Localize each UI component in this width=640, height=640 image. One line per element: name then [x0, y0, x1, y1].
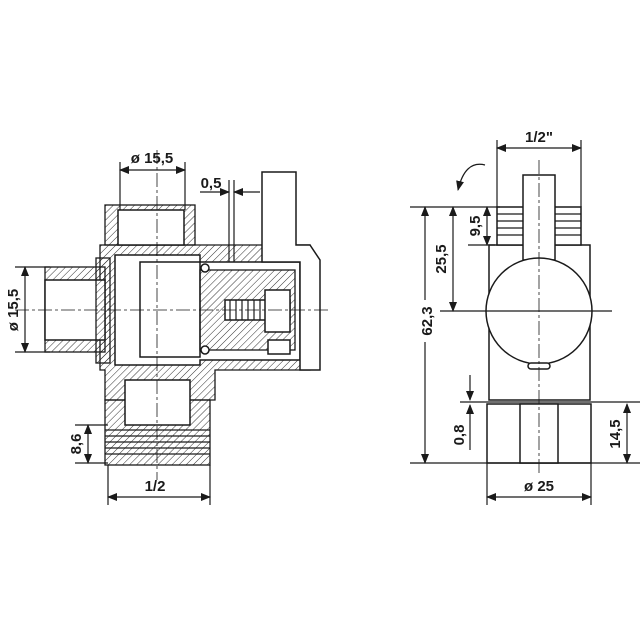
svg-text:8,6: 8,6	[68, 434, 85, 455]
side-view: 1/2" 9,5 25,5 62,3 0,8 14,5 ø 25	[410, 129, 640, 505]
o-ring-top	[200, 263, 210, 273]
dim-base-diameter: ø 25	[486, 463, 592, 505]
handle-lever	[261, 171, 321, 371]
dim-gap: 0,5	[200, 175, 260, 262]
dim-top-thread: 1/2"	[496, 129, 582, 207]
bottom-bore	[124, 379, 191, 426]
dim-thread-length: 9,5	[467, 206, 495, 246]
svg-text:25,5: 25,5	[433, 244, 450, 273]
dim-total-height: 62,3	[419, 206, 436, 464]
rotation-arrow-icon	[456, 163, 486, 191]
screw	[267, 339, 291, 355]
dim-bottom-thread: 1/2	[107, 465, 211, 505]
dim-base-height: 14,5	[607, 403, 631, 464]
top-bore	[117, 209, 185, 246]
svg-text:9,5: 9,5	[467, 216, 484, 237]
thread-lines	[105, 429, 210, 455]
dim-center-height: 25,5	[433, 206, 457, 312]
svg-text:1/2: 1/2	[145, 478, 166, 495]
dim-plate-gap: 0,8	[451, 375, 474, 450]
dim-top-diameter: ø 15,5	[119, 150, 186, 210]
side-nut	[95, 257, 111, 364]
dim-side-diameter: ø 15,5	[5, 266, 50, 353]
section-view: ø 15,5 0,5 ø 15,5 8,6 1/2	[5, 150, 330, 505]
svg-text:62,3: 62,3	[419, 306, 436, 335]
svg-text:ø 15,5: ø 15,5	[131, 150, 174, 167]
svg-text:0,5: 0,5	[201, 175, 222, 192]
dim-thread-height: 8,6	[68, 424, 108, 464]
svg-text:ø 25: ø 25	[524, 478, 554, 495]
spring-cap	[264, 289, 291, 333]
svg-text:ø 15,5: ø 15,5	[5, 289, 22, 332]
svg-text:14,5: 14,5	[607, 419, 624, 448]
o-ring-bottom	[200, 345, 210, 355]
cartridge	[139, 261, 201, 358]
svg-text:1/2": 1/2"	[525, 129, 553, 146]
svg-text:0,8: 0,8	[451, 425, 468, 446]
